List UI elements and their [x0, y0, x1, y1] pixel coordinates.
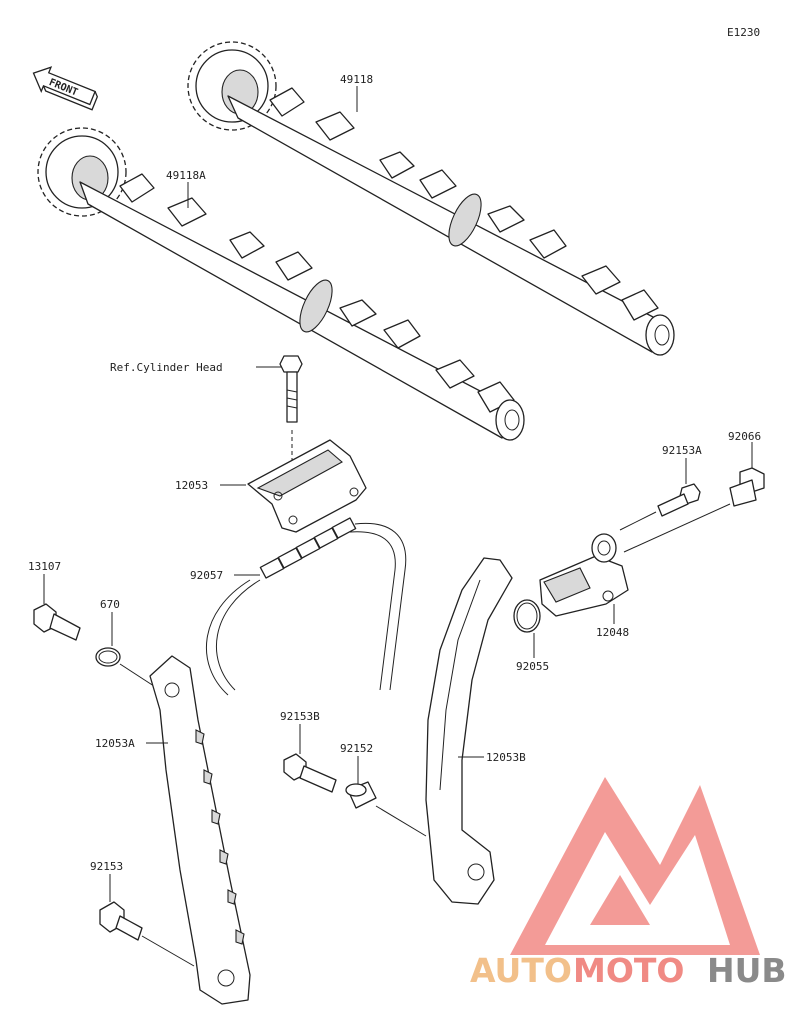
- label-670: 670: [100, 598, 120, 611]
- chain-guide-top[interactable]: [247, 439, 367, 533]
- front-arrow-icon: FRONT: [32, 66, 99, 111]
- tensioner-12048[interactable]: [539, 533, 629, 617]
- camshaft-intake[interactable]: [37, 127, 525, 441]
- o-ring-670[interactable]: [95, 647, 121, 667]
- watermark-text: AUTO MOTO HUB: [470, 951, 787, 990]
- svg-text:MOTO: MOTO: [573, 951, 684, 990]
- label-92066: 92066: [728, 430, 761, 443]
- label-92057: 92057: [190, 569, 223, 582]
- watermark-logo-icon: [510, 777, 760, 955]
- label-12053: 12053: [175, 479, 208, 492]
- chain-guide-right[interactable]: [425, 557, 513, 905]
- label-92055: 92055: [516, 660, 549, 673]
- bolt-92153a[interactable]: [657, 483, 701, 517]
- label-92153b: 92153B: [280, 710, 320, 723]
- bolt-92153b[interactable]: [283, 753, 337, 793]
- label-13107: 13107: [28, 560, 61, 573]
- chain-guide-left[interactable]: [149, 655, 251, 1005]
- label-49118: 49118: [340, 73, 373, 86]
- label-92153: 92153: [90, 860, 123, 873]
- svg-text:AUTO: AUTO: [470, 951, 572, 990]
- gasket-92055[interactable]: [513, 599, 541, 633]
- label-92152: 92152: [340, 742, 373, 755]
- bolt-92153[interactable]: [99, 901, 143, 941]
- svg-text:HUB: HUB: [707, 951, 787, 990]
- label-49118a: 49118A: [166, 169, 206, 182]
- camshaft-exhaust[interactable]: [187, 41, 675, 356]
- label-12053a: 12053A: [95, 737, 135, 750]
- label-92153a: 92153A: [662, 444, 702, 457]
- label-12053b: 12053B: [486, 751, 526, 764]
- bolt-13107[interactable]: [33, 603, 81, 641]
- ref-bolt[interactable]: [279, 355, 303, 423]
- plug-92066[interactable]: [729, 467, 765, 507]
- cam-chain[interactable]: [206, 517, 407, 696]
- collar-92152[interactable]: [345, 781, 377, 809]
- diagram-code: E1230: [727, 26, 760, 39]
- label-12048: 12048: [596, 626, 629, 639]
- reference-label: Ref.Cylinder Head: [110, 361, 223, 374]
